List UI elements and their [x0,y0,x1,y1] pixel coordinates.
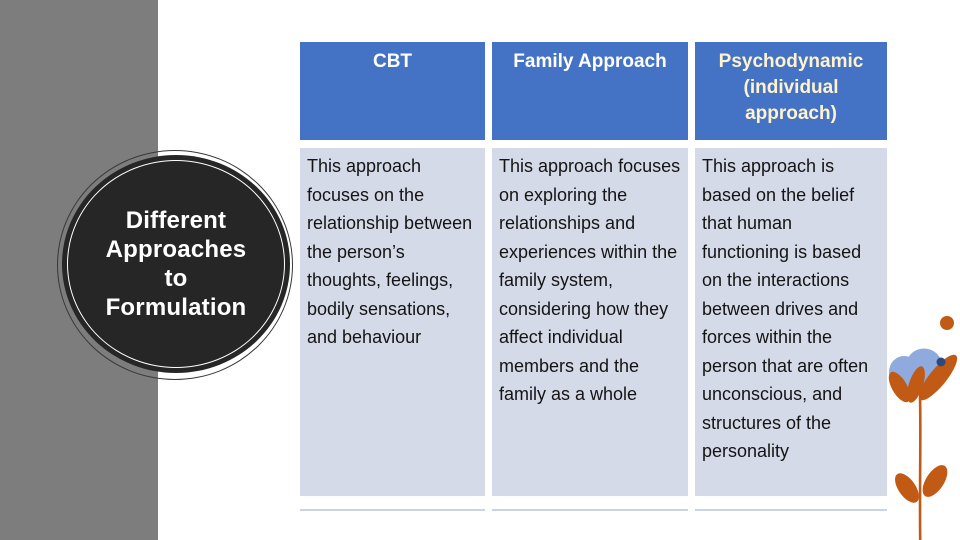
orange-dot [940,316,954,330]
stem-leaf-right [922,465,948,497]
table-column-family: Family Approach This approach focuses on… [492,42,688,511]
column-header-psychodynamic: Psychodynamic (individual approach) [695,42,887,140]
table-bottom-border [695,509,887,511]
slide-title-line: Formulation [105,294,247,321]
title-circle-badge: Different Approaches to Formulation [62,155,290,373]
slide-title-line: Different [125,207,227,234]
column-body-family: This approach focuses on exploring the r… [492,148,688,496]
column-body-psychodynamic: This approach is based on the belief tha… [695,148,887,496]
circle-outline-ring [57,150,293,380]
slide-title: Different Approaches to Formulation [106,206,247,322]
circle-inner-ring [67,160,285,368]
slide-title-line: Approaches [105,236,247,263]
table-column-cbt: CBT This approach focuses on the relatio… [300,42,485,511]
navy-dot [936,357,946,367]
flower-doodle-icon [888,316,958,540]
column-header-cbt: CBT [300,42,485,140]
table-bottom-border [300,509,485,511]
table-column-psychodynamic: Psychodynamic (individual approach) This… [695,42,887,511]
flower-leaf [918,354,958,401]
flower-leaf [907,366,925,403]
column-body-cbt: This approach focuses on the relationshi… [300,148,485,496]
table-bottom-border [492,509,688,511]
flower-leaf [888,371,911,403]
stem-leaf-left [895,473,919,503]
approaches-comparison-table: CBT This approach focuses on the relatio… [300,42,887,511]
slide-title-line: to [164,265,188,292]
column-header-family: Family Approach [492,42,688,140]
